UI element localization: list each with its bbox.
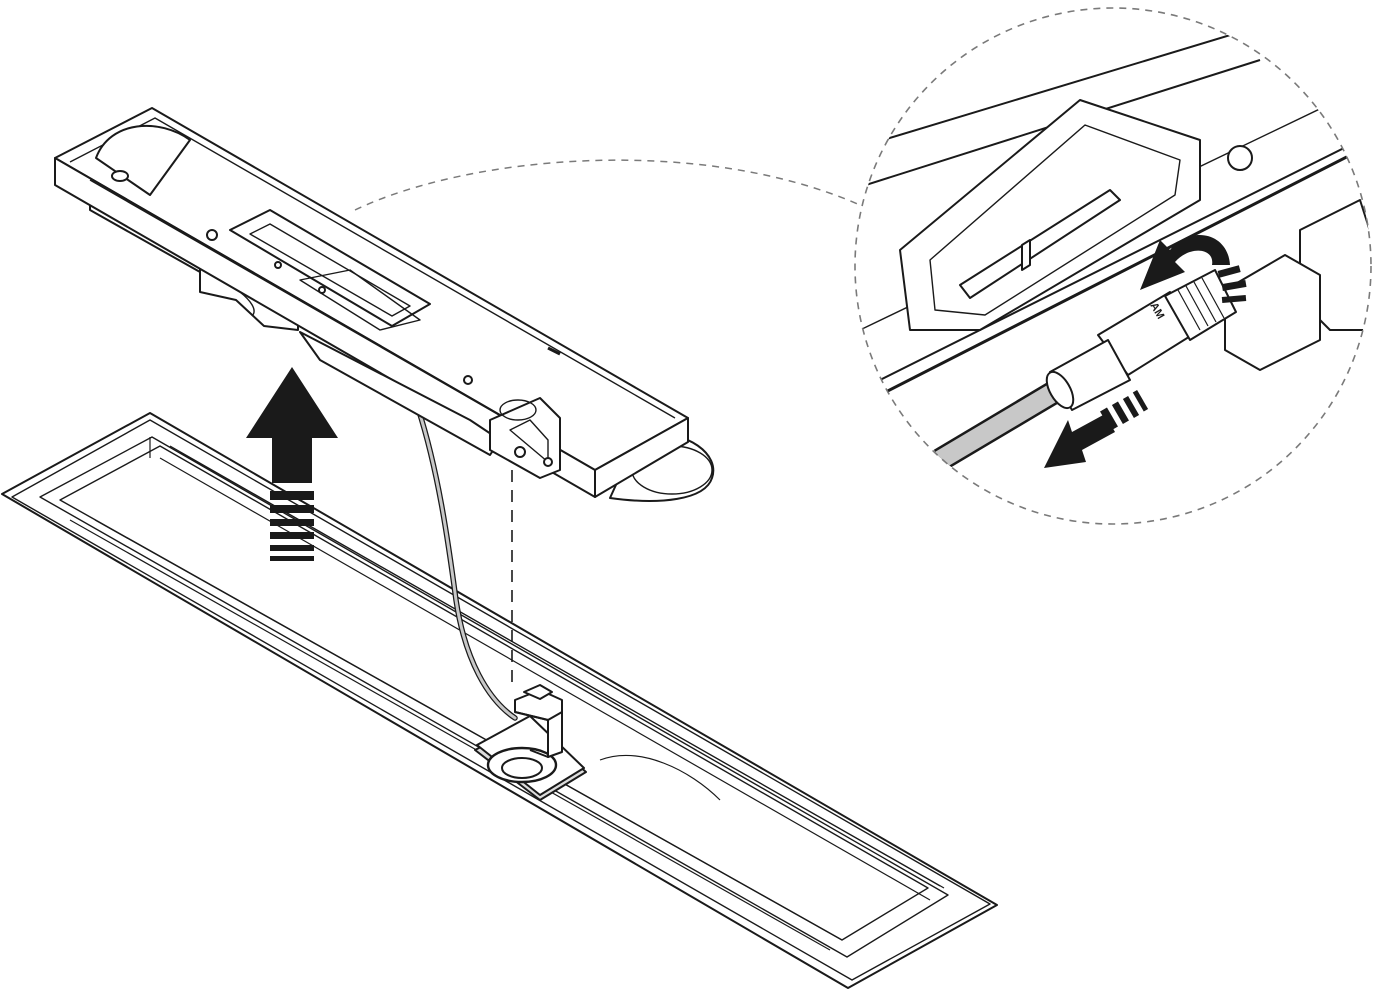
cable	[415, 405, 518, 721]
detail-leader-line	[354, 159, 861, 211]
rotate-counterclockwise-arrow-icon	[1140, 234, 1247, 304]
lift-up-arrow-icon	[246, 367, 338, 561]
pivot-socket	[474, 684, 587, 801]
floor-tray	[1, 412, 998, 989]
detail-callout: AM	[854, 7, 1372, 525]
pull-out-arrow-icon	[1044, 389, 1149, 468]
door-closer-arm	[54, 107, 715, 502]
